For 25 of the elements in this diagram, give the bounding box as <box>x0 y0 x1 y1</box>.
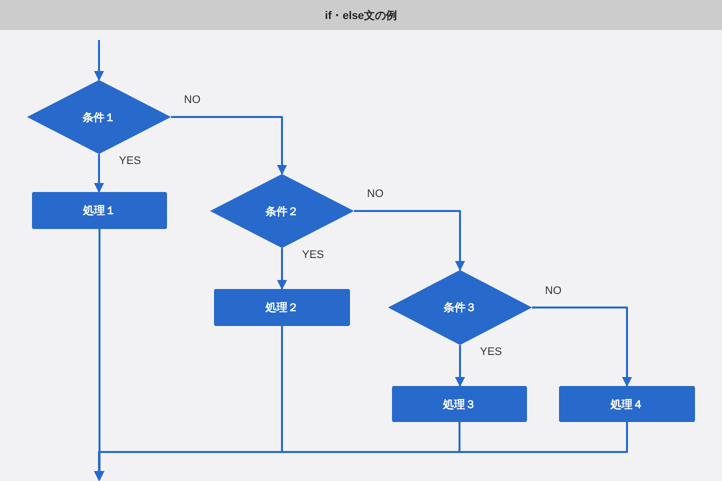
process-box: 処理２ <box>214 289 350 326</box>
arrow <box>94 40 104 81</box>
arrow <box>354 210 465 271</box>
edge-label: NO <box>184 94 200 106</box>
decision-diamond <box>210 174 354 248</box>
process-box: 処理１ <box>32 192 167 229</box>
process-box: 処理４ <box>559 386 695 422</box>
edge-label: YES <box>119 155 142 167</box>
condition-label: 条件１ <box>82 110 116 124</box>
condition-label: 条件２ <box>266 204 298 218</box>
edge-label: NO <box>545 284 562 296</box>
arrow <box>94 154 104 193</box>
arrow <box>277 248 287 290</box>
arrow <box>532 306 632 387</box>
edge-label: YES <box>302 249 324 261</box>
edge-label: NO <box>367 188 384 200</box>
decision-diamond <box>27 80 171 154</box>
process-box: 処理３ <box>392 386 527 422</box>
title: if・else文の例 <box>324 8 398 23</box>
edge-label: YES <box>480 346 502 358</box>
condition-label: 条件３ <box>444 301 476 315</box>
arrow <box>455 345 465 387</box>
decision-diamond <box>388 270 532 345</box>
arrow <box>171 116 287 175</box>
arrow <box>94 422 628 481</box>
